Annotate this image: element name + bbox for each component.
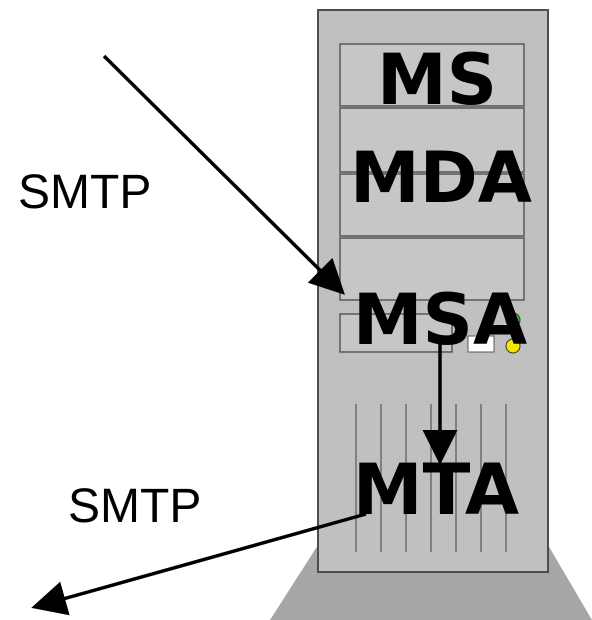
label-mda: MDA (350, 137, 532, 219)
drive-bay-2 (339, 107, 525, 173)
outgoing-smtp-arrow (31, 512, 367, 616)
label-ms: MS (377, 39, 497, 121)
label-smtp-outgoing: SMTP (68, 480, 201, 533)
floppy-slot (339, 313, 453, 353)
label-mta: MTA (353, 449, 519, 531)
server-tower (270, 9, 592, 620)
label-smtp-incoming: SMTP (18, 166, 151, 219)
power-button (467, 335, 495, 353)
incoming-smtp-arrow (102, 54, 345, 295)
led-yellow (505, 338, 521, 354)
led-green (505, 312, 521, 328)
drive-bay-4 (339, 237, 525, 301)
drive-bay-3 (339, 173, 525, 237)
label-msa: MSA (353, 279, 527, 361)
drive-bay-1 (339, 43, 525, 107)
vent-grille (355, 404, 507, 552)
